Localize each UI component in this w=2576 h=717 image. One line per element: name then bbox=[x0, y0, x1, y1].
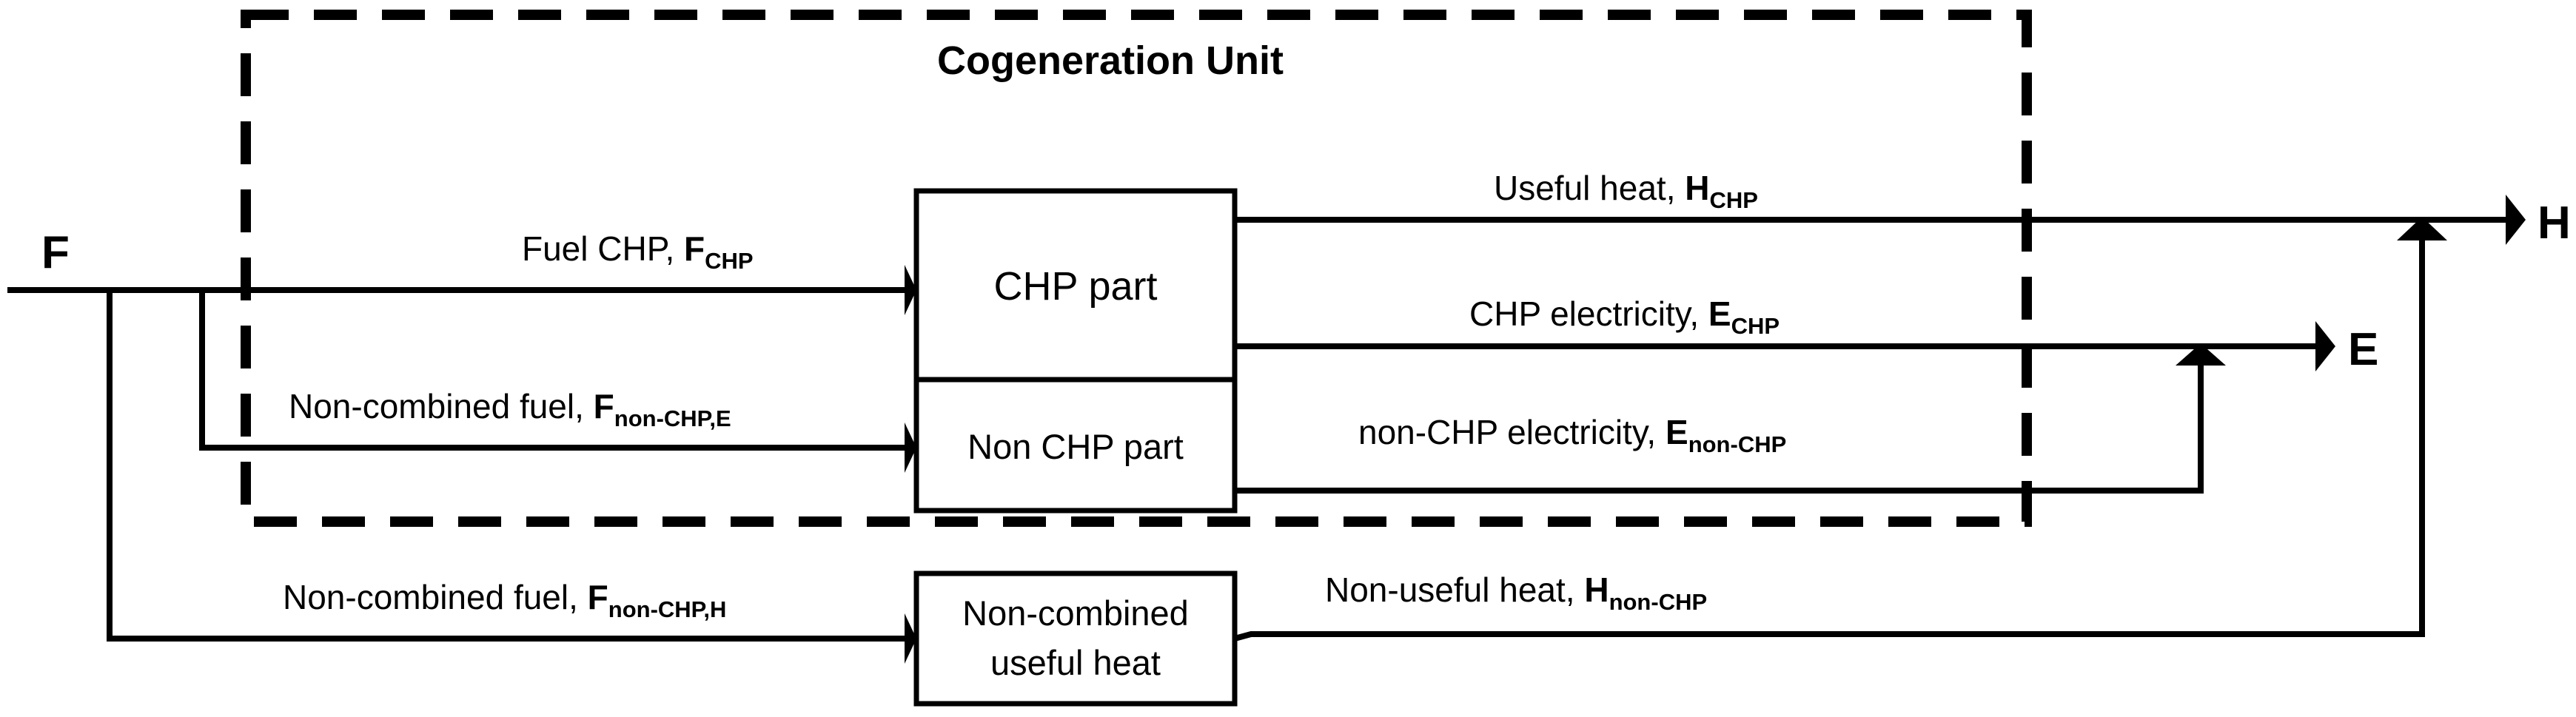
label-non-useful-heat-text: Non-useful heat, bbox=[1325, 570, 1584, 609]
label-useful-heat-subscript: CHP bbox=[1710, 187, 1758, 213]
box-non-combined-useful-heat-line2: useful heat bbox=[990, 643, 1161, 682]
box-non-combined-useful-heat-line1: Non-combined bbox=[962, 593, 1189, 633]
label-non-combined-fuel-h-text: Non-combined fuel, bbox=[283, 578, 588, 616]
label-non-combined-fuel-e: Non-combined fuel, Fnon-CHP,E bbox=[289, 387, 731, 431]
label-fuel-chp-symbol: F bbox=[684, 229, 705, 268]
label-useful-heat-text: Useful heat, bbox=[1494, 169, 1685, 207]
non-combined-fuel-h-arrowhead bbox=[905, 613, 916, 664]
non-useful-heat-line bbox=[1233, 240, 2425, 642]
box-chp-part-label: CHP part bbox=[993, 264, 1157, 309]
box-non-combined-useful-heat bbox=[913, 570, 1238, 707]
label-non-combined-fuel-h: Non-combined fuel, Fnon-CHP,H bbox=[283, 578, 726, 622]
label-fuel-chp: Fuel CHP, FCHP bbox=[522, 229, 754, 274]
label-non-useful-heat-subscript: non-CHP bbox=[1609, 589, 1708, 615]
label-non-combined-fuel-h-subscript: non-CHP,H bbox=[608, 596, 727, 622]
svg-text:CHP electricity, ECHP: CHP electricity, ECHP bbox=[1469, 294, 1780, 339]
label-useful-heat: Useful heat, HCHP bbox=[1494, 169, 1758, 213]
svg-text:Non-combined fuel, Fnon-CHP,H: Non-combined fuel, Fnon-CHP,H bbox=[283, 578, 726, 622]
label-chp-electricity-symbol: E bbox=[1708, 294, 1731, 333]
label-non-combined-fuel-e-symbol: F bbox=[594, 387, 614, 425]
label-non-combined-fuel-e-subscript: non-CHP,E bbox=[614, 405, 731, 431]
box-non-chp-part-label: Non CHP part bbox=[967, 427, 1184, 466]
electricity-output-arrowhead bbox=[2315, 321, 2335, 371]
label-non-combined-fuel-h-symbol: F bbox=[588, 578, 608, 616]
svg-text:Fuel CHP, FCHP: Fuel CHP, FCHP bbox=[522, 229, 754, 274]
label-non-useful-heat-symbol: H bbox=[1584, 570, 1609, 609]
non-chp-electricity-line bbox=[1235, 366, 2204, 494]
label-non-chp-electricity-subscript: non-CHP bbox=[1688, 431, 1787, 457]
label-non-chp-electricity-symbol: E bbox=[1666, 413, 1688, 451]
fuel-branch-non-chp-heat bbox=[107, 290, 905, 642]
fuel-chp-arrowhead bbox=[905, 265, 916, 315]
label-chp-electricity: CHP electricity, ECHP bbox=[1469, 294, 1780, 339]
svg-text:Non-useful heat, Hnon-CHP: Non-useful heat, Hnon-CHP bbox=[1325, 570, 1707, 615]
box-chp-part bbox=[913, 188, 1238, 383]
heat-output-arrowhead bbox=[2506, 195, 2526, 245]
label-non-chp-electricity-text: non-CHP electricity, bbox=[1358, 413, 1666, 451]
box-non-chp-part bbox=[913, 377, 1238, 514]
label-fuel-chp-subscript: CHP bbox=[705, 248, 753, 274]
terminal-label-electricity: E bbox=[2348, 324, 2378, 375]
label-fuel-chp-text: Fuel CHP, bbox=[522, 229, 684, 268]
label-non-useful-heat: Non-useful heat, Hnon-CHP bbox=[1325, 570, 1707, 615]
label-chp-electricity-text: CHP electricity, bbox=[1469, 294, 1708, 333]
terminal-label-fuel: F bbox=[41, 227, 70, 278]
fuel-branch-non-chp-elec bbox=[199, 290, 905, 451]
label-non-chp-electricity: non-CHP electricity, Enon-CHP bbox=[1358, 413, 1786, 457]
terminal-label-heat: H bbox=[2538, 198, 2571, 249]
svg-text:non-CHP electricity, Enon-CHP: non-CHP electricity, Enon-CHP bbox=[1358, 413, 1786, 457]
label-non-combined-fuel-e-text: Non-combined fuel, bbox=[289, 387, 594, 425]
non-useful-heat-arrowhead bbox=[2397, 217, 2447, 240]
diagram-title: Cogeneration Unit bbox=[937, 38, 1284, 83]
non-chp-electricity-arrowhead bbox=[2176, 343, 2226, 366]
cogeneration-unit-boundary bbox=[241, 10, 2032, 527]
label-chp-electricity-subscript: CHP bbox=[1731, 313, 1780, 339]
svg-text:Non-combined fuel, Fnon-CHP,E: Non-combined fuel, Fnon-CHP,E bbox=[289, 387, 731, 431]
non-combined-fuel-e-arrowhead bbox=[905, 423, 916, 473]
label-useful-heat-symbol: H bbox=[1685, 169, 1709, 207]
svg-text:Useful heat, HCHP: Useful heat, HCHP bbox=[1494, 169, 1758, 213]
